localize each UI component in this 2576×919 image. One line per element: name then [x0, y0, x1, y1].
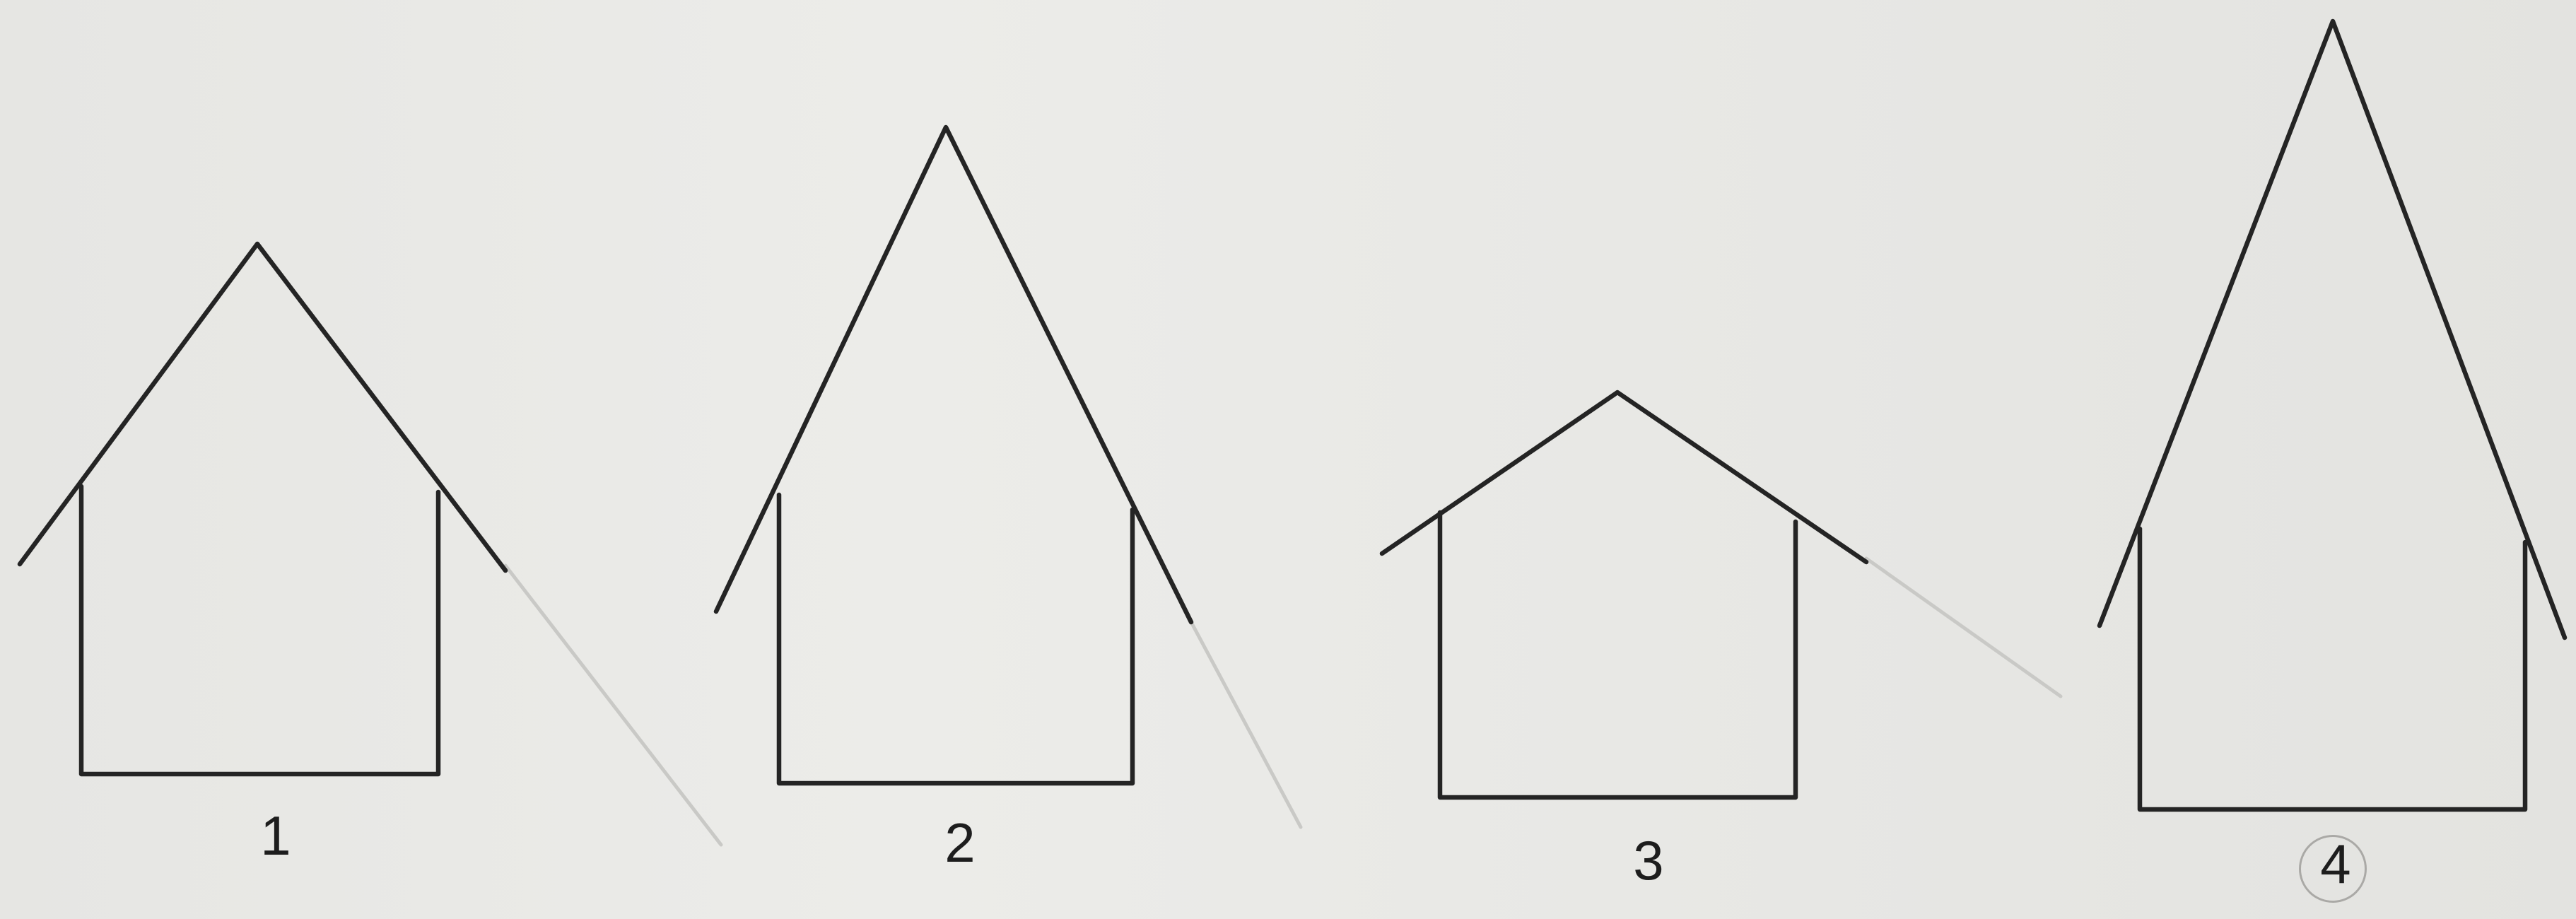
- house-figure-1: [20, 244, 505, 774]
- figure-label-4: 4: [2293, 836, 2378, 891]
- pencil-mark-1: [505, 566, 721, 845]
- roof-1: [20, 244, 505, 570]
- walls-1: [81, 486, 438, 774]
- walls-4: [2140, 529, 2525, 809]
- house-figure-2: [716, 127, 1191, 783]
- figure-label-1: 1: [233, 808, 318, 863]
- walls-3: [1440, 513, 1796, 797]
- roof-2: [716, 127, 1191, 622]
- figure-label-2: 2: [918, 815, 1002, 870]
- pencil-mark-3: [1866, 558, 2061, 696]
- walls-2: [779, 495, 1132, 783]
- house-figure-4: [2100, 21, 2565, 809]
- house-figure-3: [1382, 392, 1866, 797]
- roof-4: [2100, 21, 2565, 638]
- pencil-mark-2: [1191, 622, 1301, 827]
- figure-label-3: 3: [1606, 833, 1691, 888]
